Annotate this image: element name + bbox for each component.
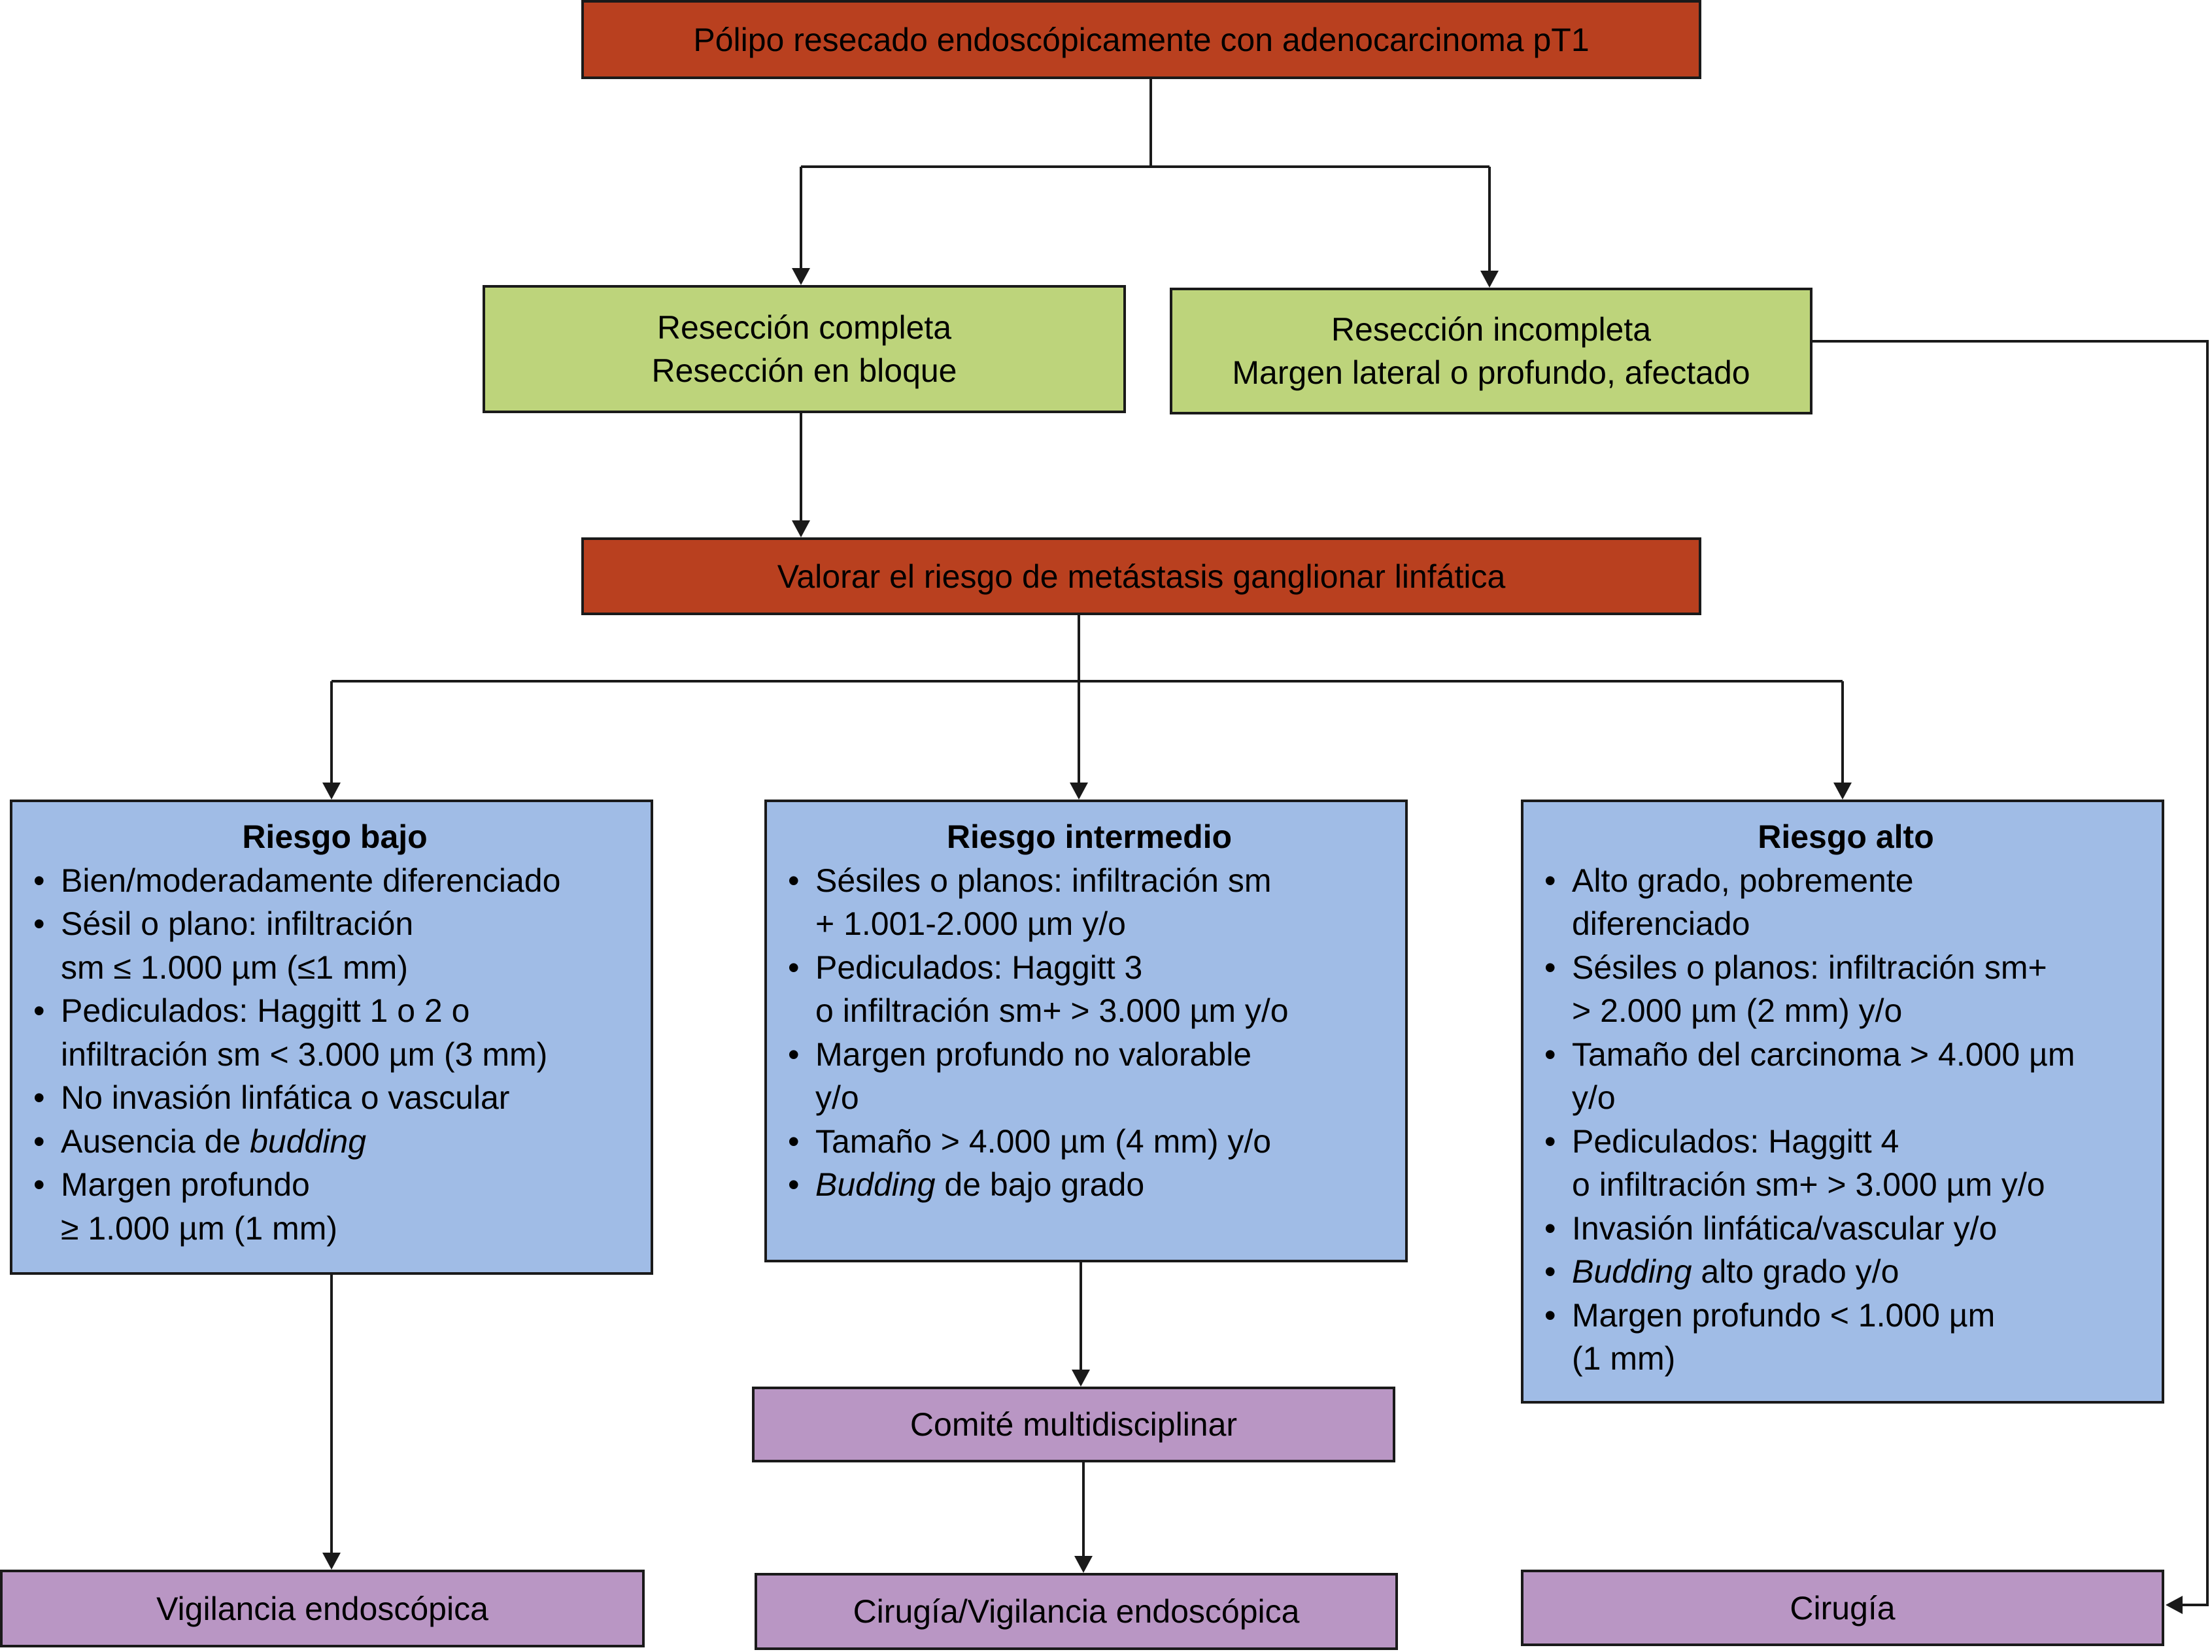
criteria-item: Budding de bajo grado: [787, 1163, 1392, 1207]
criteria-item: Pediculados: Haggitt 4o infiltración sm+…: [1543, 1120, 2149, 1207]
committee-label: Comité multidisciplinar: [910, 1406, 1238, 1443]
arrowhead: [792, 520, 810, 537]
criteria-item: No invasión linfática o vascular: [32, 1076, 638, 1120]
complete-line2: Resección en bloque: [651, 352, 957, 389]
high-risk-criteria: Alto grado, pobrementediferenciadoSésile…: [1543, 859, 2149, 1381]
surveillance-label: Vigilancia endoscópica: [156, 1590, 488, 1627]
criteria-item: Invasión linfática/vascular y/o: [1543, 1207, 2149, 1251]
connector-start-split: [801, 79, 1489, 168]
assess-risk-node: Valorar el riesgo de metástasis ganglion…: [581, 537, 1701, 615]
criteria-item: Sésiles o planos: infiltración sm+> 2.00…: [1543, 946, 2149, 1033]
low-risk-node: Riesgo bajo Bien/moderadamente diferenci…: [10, 800, 653, 1275]
surgery-node: Cirugía: [1521, 1570, 2164, 1646]
arrowhead: [322, 1553, 341, 1570]
arrow-incomplete-to-surgery: [1812, 340, 2209, 1606]
surveillance-node: Vigilancia endoscópica: [0, 1570, 645, 1647]
high-risk-title: Riesgo alto: [1758, 818, 1934, 855]
criteria-item: Sésiles o planos: infiltración sm+ 1.001…: [787, 859, 1392, 946]
complete-resection-node: Resección completa Resección en bloque: [483, 285, 1126, 413]
arrowhead: [1480, 271, 1499, 288]
high-risk-node: Riesgo alto Alto grado, pobrementedifere…: [1521, 800, 2164, 1404]
assess-risk-label: Valorar el riesgo de metástasis ganglion…: [777, 558, 1506, 595]
arrowhead: [1070, 783, 1088, 800]
arrowhead: [322, 783, 341, 800]
criteria-item: Tamaño > 4.000 µm (4 mm) y/o: [787, 1120, 1392, 1164]
arrowhead: [1833, 783, 1852, 800]
intermediate-risk-title: Riesgo intermedio: [946, 818, 1233, 855]
surgery-or-surveillance-label: Cirugía/Vigilancia endoscópica: [853, 1593, 1300, 1630]
criteria-item: Tamaño del carcinoma > 4.000 µmy/o: [1543, 1033, 2149, 1120]
arrowhead: [2166, 1596, 2183, 1614]
surgery-label: Cirugía: [1790, 1589, 1896, 1627]
arrowhead: [1074, 1556, 1093, 1573]
criteria-emphasis: Budding: [815, 1166, 936, 1203]
incomplete-line1: Resección incompleta: [1331, 311, 1652, 348]
criteria-item: Margen profundo < 1.000 µm(1 mm): [1543, 1294, 2149, 1381]
criteria-item: Margen profundo≥ 1.000 µm (1 mm): [32, 1163, 638, 1250]
criteria-item: Pediculados: Haggitt 3o infiltración sm+…: [787, 946, 1392, 1033]
criteria-item: Bien/moderadamente diferenciado: [32, 859, 638, 903]
criteria-emphasis: Budding: [1572, 1253, 1692, 1290]
complete-line1: Resección completa: [656, 309, 952, 346]
intermediate-risk-node: Riesgo intermedio Sésiles o planos: infi…: [764, 800, 1408, 1262]
surgery-or-surveillance-node: Cirugía/Vigilancia endoscópica: [755, 1573, 1398, 1650]
criteria-item: Ausencia de budding: [32, 1120, 638, 1164]
low-risk-criteria: Bien/moderadamente diferenciadoSésil o p…: [32, 859, 638, 1251]
arrowhead: [792, 268, 810, 285]
committee-node: Comité multidisciplinar: [752, 1387, 1395, 1462]
low-risk-title: Riesgo bajo: [242, 818, 428, 855]
criteria-emphasis: budding: [250, 1122, 367, 1160]
criteria-item: Pediculados: Haggitt 1 o 2 oinfiltración…: [32, 989, 638, 1076]
incomplete-resection-node: Resección incompleta Margen lateral o pr…: [1170, 288, 1812, 414]
start-node-label: Pólipo resecado endoscópicamente con ade…: [693, 21, 1590, 58]
incomplete-line2: Margen lateral o profundo, afectado: [1232, 354, 1750, 391]
criteria-item: Budding alto grado y/o: [1543, 1250, 2149, 1294]
intermediate-risk-criteria: Sésiles o planos: infiltración sm+ 1.001…: [787, 859, 1392, 1207]
connector-assess-split: [332, 615, 1843, 683]
start-node: Pólipo resecado endoscópicamente con ade…: [581, 0, 1701, 79]
arrowhead: [1072, 1370, 1090, 1387]
